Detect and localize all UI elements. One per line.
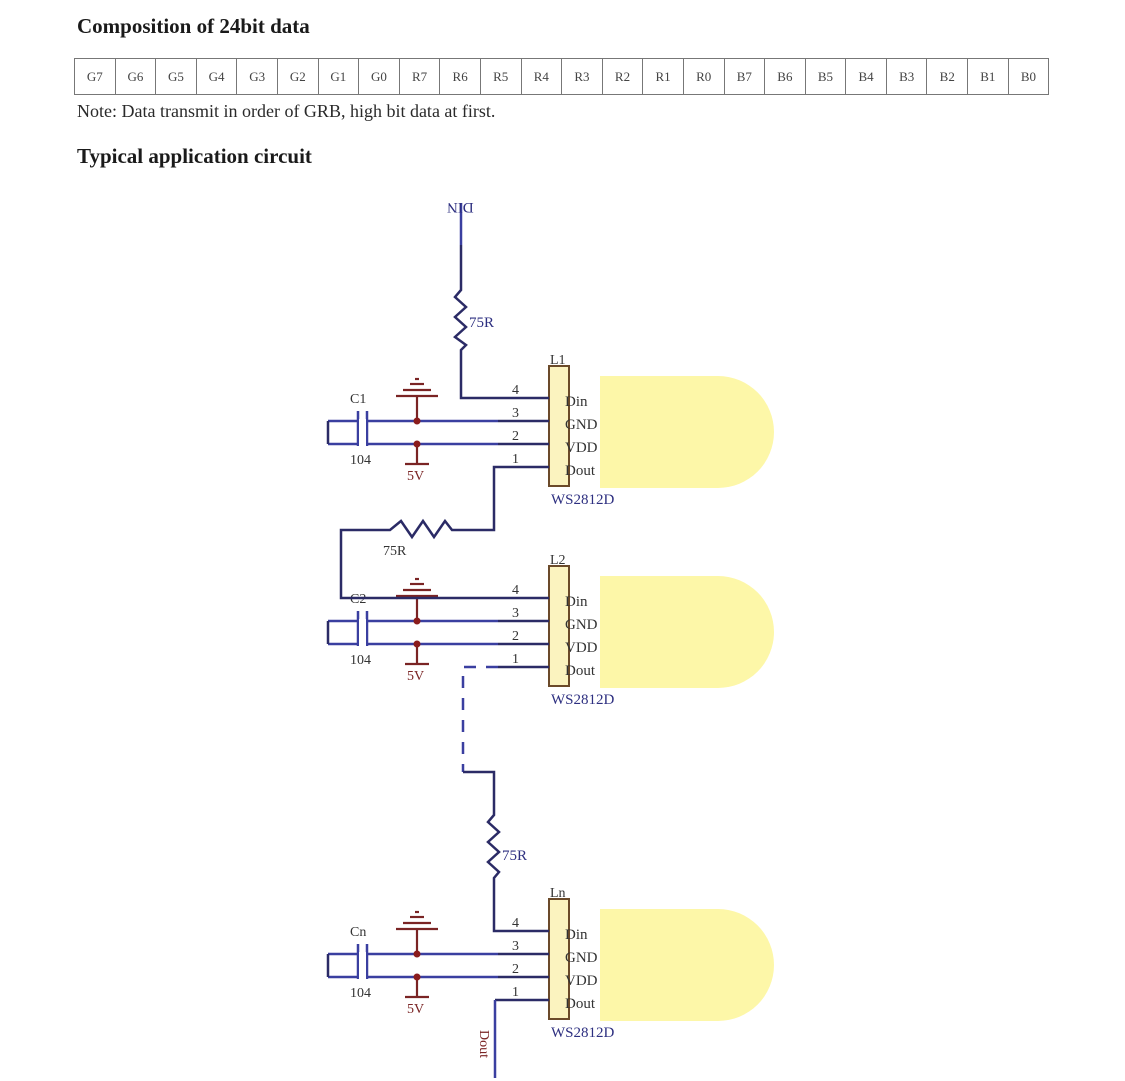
pin-name: Din	[565, 927, 588, 943]
cap-ref: C2	[350, 592, 366, 607]
pin-number: 2	[512, 629, 519, 644]
pin-name: Din	[565, 394, 588, 410]
bit-cell: B0	[1007, 58, 1050, 95]
bit-cell: R3	[561, 58, 603, 95]
resistor-1	[453, 287, 498, 400]
dout-label: Dout	[476, 1030, 491, 1058]
dout-output: Dout	[476, 1000, 497, 1078]
resistor-3	[463, 770, 501, 933]
junction-dot	[413, 973, 421, 981]
junction-dot	[413, 640, 421, 648]
circuit-heading: Typical application circuit	[77, 144, 312, 168]
chip-body	[548, 898, 570, 1020]
led-ref: Ln	[550, 886, 566, 901]
pin-number: 1	[512, 652, 519, 667]
pin-name: GND	[565, 617, 598, 633]
pin-name: VDD	[565, 973, 598, 989]
chip-body	[548, 565, 570, 687]
pin-name: GND	[565, 417, 598, 433]
din-label: DIN	[447, 199, 474, 215]
cap-value: 104	[350, 986, 371, 1001]
bit-cell: R5	[479, 58, 522, 95]
pin-number: 4	[512, 583, 519, 598]
bit-cell: G4	[195, 58, 238, 95]
bit-cell: G3	[236, 58, 278, 95]
chip-part: WS2812D	[551, 692, 615, 708]
chip-part: WS2812D	[551, 492, 615, 508]
pin-name: Dout	[565, 663, 596, 679]
led-ref: L1	[550, 353, 566, 368]
cap-ref: Cn	[350, 925, 366, 940]
junction-dot	[413, 440, 421, 448]
bit-cell: R6	[439, 58, 481, 95]
bit-cell: G0	[358, 58, 400, 95]
junction-dot	[413, 617, 421, 625]
pin-name: Din	[565, 594, 588, 610]
pin-name: GND	[565, 950, 598, 966]
pin-number: 2	[512, 429, 519, 444]
led-body	[600, 376, 774, 488]
pin-number: 3	[512, 606, 519, 621]
composition-heading: Composition of 24bit data	[77, 14, 310, 38]
cap-value: 104	[350, 453, 371, 468]
led-body	[600, 909, 774, 1021]
led-ref: L2	[550, 553, 566, 568]
pin-number: 3	[512, 939, 519, 954]
bit-cell: B6	[764, 58, 806, 95]
bit-cell: R7	[398, 58, 441, 95]
cap-ref: C1	[350, 392, 366, 407]
bit-cell: B1	[967, 58, 1009, 95]
bit-cell: R2	[601, 58, 644, 95]
pin-number: 1	[512, 985, 519, 1000]
chip-part: WS2812D	[551, 1025, 615, 1041]
chip-body	[548, 365, 570, 487]
led-body	[600, 576, 774, 688]
bit-cell: B2	[926, 58, 969, 95]
pin-name: Dout	[565, 463, 596, 479]
pin-name: Dout	[565, 996, 596, 1012]
bit-cell: B5	[804, 58, 847, 95]
bit-cell: B4	[845, 58, 887, 95]
pin-number: 3	[512, 406, 519, 421]
bit-cell: R4	[520, 58, 563, 95]
resistor-2	[339, 465, 498, 600]
junction-dot	[413, 417, 421, 425]
supply-label: 5V	[407, 669, 424, 684]
bit-cell: G5	[155, 58, 197, 95]
chain-continuation	[461, 665, 498, 772]
cap-value: 104	[350, 653, 371, 668]
din-input: DIN	[447, 199, 474, 287]
resistor-value: 75R	[383, 544, 407, 559]
pin-name: VDD	[565, 440, 598, 456]
pin-number: 1	[512, 452, 519, 467]
resistor-value: 75R	[502, 848, 527, 864]
bit-cell: G6	[114, 58, 157, 95]
junction-dot	[413, 950, 421, 958]
pin-number: 4	[512, 916, 519, 931]
bit-cell: G7	[74, 58, 116, 95]
pin-number: 4	[512, 383, 519, 398]
supply-label: 5V	[407, 1002, 424, 1017]
bit-cell: B7	[723, 58, 766, 95]
pin-number: 2	[512, 962, 519, 977]
resistor-value: 75R	[469, 315, 494, 331]
pin-name: VDD	[565, 640, 598, 656]
supply-label: 5V	[407, 469, 424, 484]
bit-cell: G1	[317, 58, 360, 95]
transmit-order-note: Note: Data transmit in order of GRB, hig…	[77, 101, 496, 121]
